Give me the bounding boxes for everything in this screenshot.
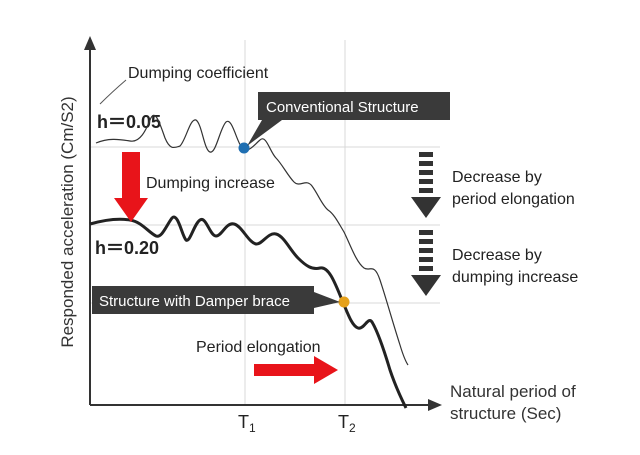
- dashed-arrow-dumping: [411, 230, 441, 296]
- callout-conventional-box: [258, 92, 450, 120]
- h-upper-label: h＝0.05: [97, 112, 161, 132]
- callout-conventional: Conventional Structure: [247, 92, 450, 146]
- curve-h005-conventional: [95, 114, 409, 366]
- dumping-increase-label: Dumping increase: [146, 175, 275, 192]
- x-axis-label-line2: structure (Sec): [450, 404, 561, 423]
- dumping-coefficient-label: Dumping coefficient: [128, 65, 269, 82]
- callout-damper-box: [92, 286, 314, 314]
- x-axis-arrowhead: [428, 399, 442, 411]
- marker-damper: [338, 296, 350, 308]
- note-dumping-line1: Decrease by: [452, 247, 542, 264]
- curve-h020-damper: [89, 215, 408, 409]
- dashed-arrow-period: [411, 152, 441, 218]
- callout-damper-text: Structure with Damper brace: [99, 293, 290, 310]
- tick-t2: T2: [338, 412, 356, 435]
- y-axis-arrowhead: [84, 36, 96, 50]
- tick-t1: T1: [238, 412, 256, 435]
- dumping-increase-arrow: [114, 152, 148, 222]
- note-period-line2: period elongation: [452, 191, 575, 208]
- y-axis-label: Responded acceleration (Cm/S2): [58, 96, 77, 347]
- axes: [84, 36, 442, 411]
- x-axis-label-line1: Natural period of: [450, 382, 576, 401]
- period-elongation-label: Period elongation: [196, 339, 321, 356]
- marker-conventional: [238, 142, 250, 154]
- callout-damper: Structure with Damper brace: [92, 286, 340, 314]
- note-period-line1: Decrease by: [452, 169, 542, 186]
- callout-conventional-pointer: [247, 120, 282, 146]
- note-dumping-line2: dumping increase: [452, 269, 578, 286]
- callout-conventional-text: Conventional Structure: [266, 99, 419, 116]
- period-elongation-arrow: [254, 356, 338, 384]
- callout-damper-pointer: [314, 292, 340, 308]
- dumping-coefficient-leader: [99, 79, 127, 105]
- h-lower-label: h＝0.20: [95, 238, 159, 258]
